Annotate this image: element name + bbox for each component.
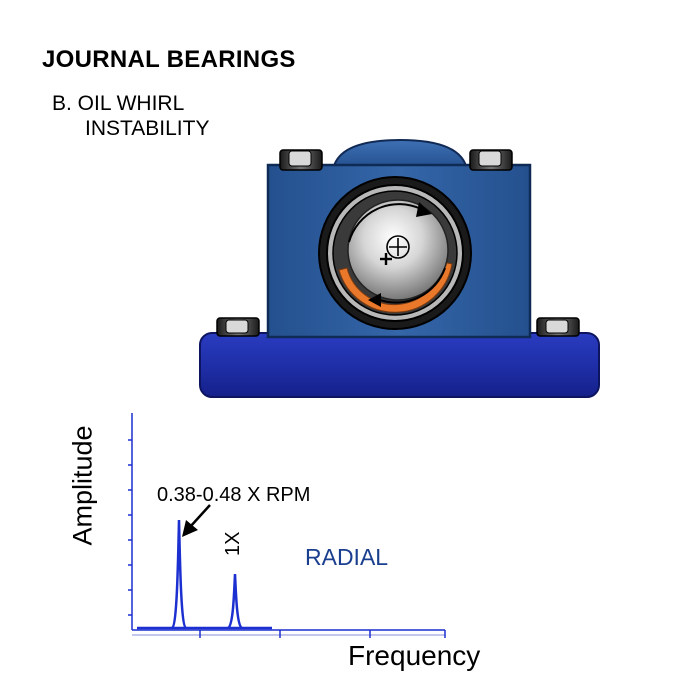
bearing-cap [331, 138, 469, 171]
peak-oil-whirl [170, 519, 188, 630]
subtitle-line-1: B. OIL WHIRL [52, 92, 185, 115]
y-axis [128, 413, 133, 630]
top-bolt-right [469, 149, 513, 171]
annotation-oil-whirl: 0.38-0.48 X RPM [157, 484, 311, 506]
bearing-center-icon [380, 253, 392, 265]
whirl-arrow-bottom [368, 267, 446, 307]
annotation-arrow [182, 504, 211, 537]
x-axis-label: Frequency [348, 640, 481, 671]
peak-1x [227, 573, 243, 630]
whirl-arrow-top [348, 202, 432, 243]
base-bolt-right [536, 317, 580, 337]
shaft-center-icon [386, 235, 410, 259]
page-title: JOURNAL BEARINGS [42, 46, 296, 73]
base-bolt-left [216, 317, 260, 337]
x-axis [132, 629, 446, 638]
annotation-1x: 1X [222, 531, 244, 556]
direction-label: RADIAL [305, 544, 389, 570]
bearing-base [199, 332, 600, 398]
top-bolt-left [279, 149, 323, 171]
subtitle-line-2: INSTABILITY [85, 117, 210, 140]
y-axis-label: Amplitude [67, 425, 98, 546]
